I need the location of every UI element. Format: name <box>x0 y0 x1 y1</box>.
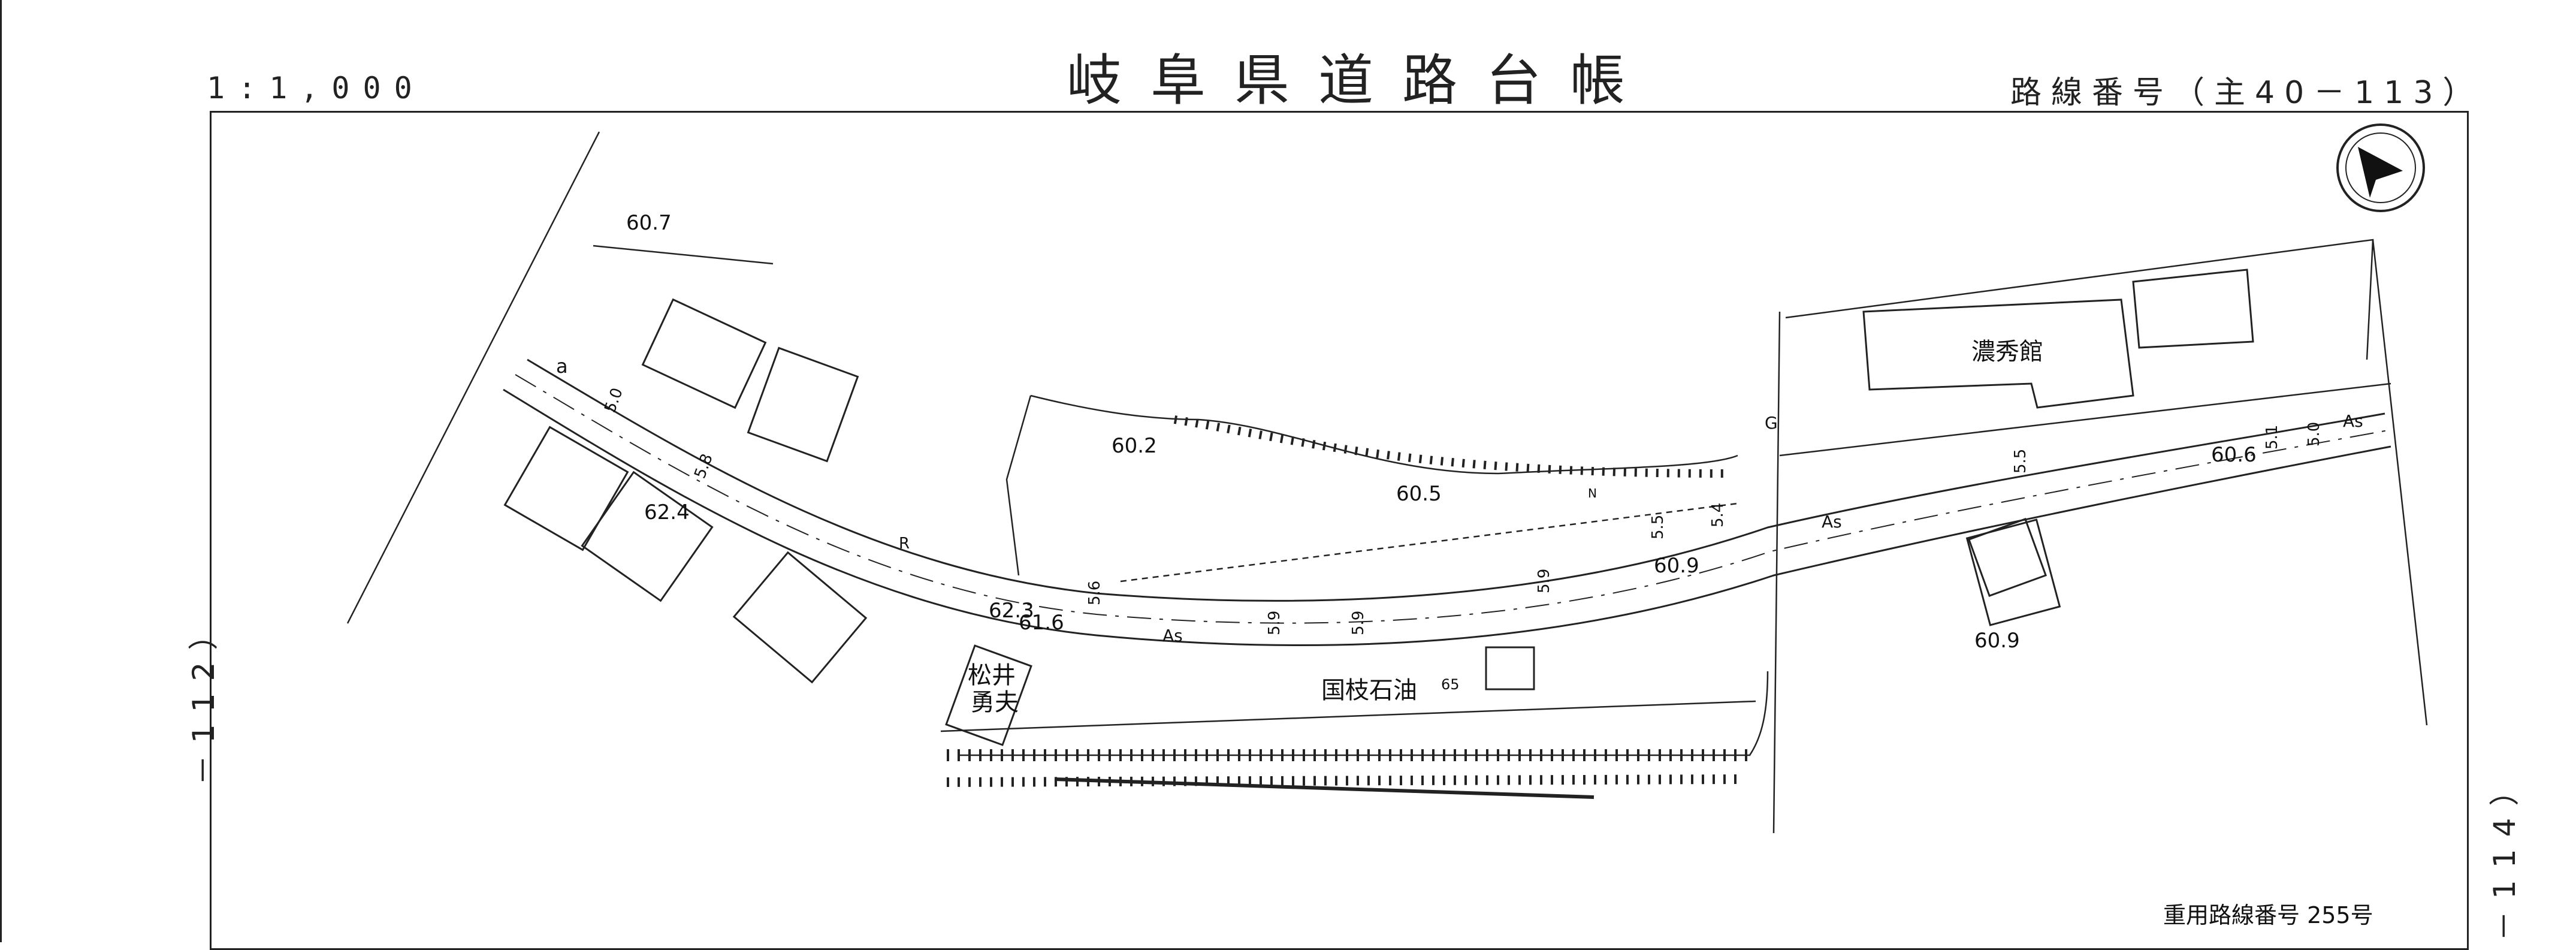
map-symbol-label: G <box>1765 413 1778 433</box>
route-number-label: 路線番号（主40－113） <box>2010 75 2484 111</box>
map-symbol-label: 65 <box>1441 676 1460 693</box>
heavy-route-number: 重用路線番号 255号 <box>2163 902 2373 928</box>
surface-label: As <box>1822 512 1842 532</box>
elevation-label: 60.9 <box>1974 629 2020 653</box>
road-width-label: 5.1 <box>2263 425 2281 450</box>
building-outline <box>1967 517 2047 598</box>
building-name-label: 国枝石油 <box>1321 677 1417 704</box>
building-outline <box>747 346 859 463</box>
building-outline <box>503 426 629 551</box>
map-symbol-label: a <box>556 355 568 378</box>
building-outlines <box>503 269 2254 746</box>
road-width-label: 5.4 <box>1709 503 1727 527</box>
elevation-label: 60.6 <box>2211 443 2257 467</box>
elevation-label: 60.9 <box>1654 554 1699 578</box>
map-symbol-label: R <box>899 535 910 553</box>
road-width-label: 5.9 <box>1266 611 1284 635</box>
road-width-label: 5.0 <box>2305 422 2323 447</box>
main-road <box>503 358 2391 647</box>
road-width-label: 5.5 <box>1649 515 1667 539</box>
road-width-label: 5.5 <box>2012 449 2030 474</box>
scale-label: 1:1,000 <box>207 71 425 105</box>
north-arrow-icon <box>2336 123 2425 212</box>
elevation-label: 60.5 <box>1396 482 1442 506</box>
elevation-label: 60.2 <box>1112 434 1157 458</box>
parcel-lines <box>346 131 2428 834</box>
owner-name-label: 勇夫 <box>971 689 1019 716</box>
building-outline <box>732 551 868 684</box>
building-outline <box>1485 646 1535 690</box>
owner-name-label: 松井 <box>968 662 1016 689</box>
building-outline <box>1862 298 2134 409</box>
road-width-label: 5.0 <box>601 385 626 415</box>
building-outline <box>581 471 714 602</box>
sheet-edge-line <box>0 0 5 942</box>
road-width-label: 5.9 <box>1349 611 1367 635</box>
elevation-label: 62.3 <box>989 599 1034 623</box>
building-outline <box>1965 518 2061 626</box>
elevation-label: 60.7 <box>626 211 672 235</box>
road-width-label: 5.6 <box>1086 581 1104 605</box>
road-width-label: 5.9 <box>1535 569 1553 593</box>
sheet-title: 岐阜県道路台帳 <box>1067 49 1654 113</box>
slope-hatching <box>946 415 1750 787</box>
map-symbol-label: N <box>1588 486 1597 500</box>
elevation-label: 62.4 <box>644 500 690 524</box>
building-outline <box>641 298 767 409</box>
surface-label: As <box>1162 626 1183 646</box>
surface-label: As <box>2343 411 2363 431</box>
building-outline <box>945 644 1032 746</box>
building-name-label: 濃秀館 <box>1971 338 2043 366</box>
building-outline <box>2132 269 2254 349</box>
elevation-label: 61.6 <box>1019 611 1064 635</box>
